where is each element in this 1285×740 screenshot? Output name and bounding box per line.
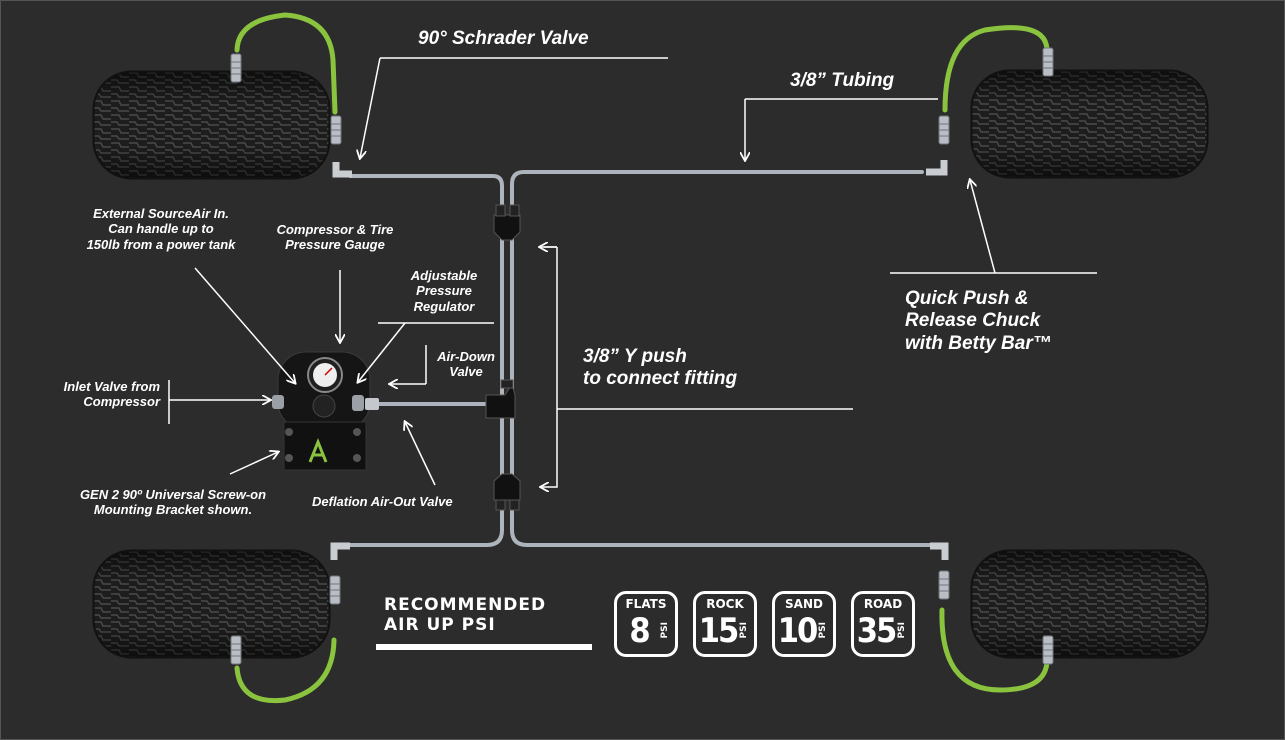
tire-icon — [970, 69, 1209, 179]
quick-chuck-label: Quick Push & Release Chuck with Betty Ba… — [905, 288, 1052, 354]
deflation-valve-label: Deflation Air-Out Valve — [312, 494, 453, 509]
air-down-valve-label: Air-Down Valve — [437, 349, 495, 380]
callout-lines — [168, 57, 1097, 487]
psi-badge-unit: PSI — [660, 622, 670, 639]
psi-badge-unit: PSI — [897, 622, 907, 639]
tire-icon — [970, 549, 1209, 659]
psi-badge-flats: FLATS 8 PSI — [614, 591, 678, 657]
y-fitting-icon — [493, 473, 521, 511]
valve-icon — [230, 47, 1054, 665]
psi-badge-name: FLATS — [625, 597, 667, 611]
y-fitting-icon — [485, 379, 516, 419]
hose-front-right — [942, 25, 1050, 113]
recommended-underline — [376, 644, 592, 650]
psi-badge-value: 15 — [698, 611, 740, 651]
green-hoses — [234, 12, 1050, 704]
psi-badge-sand: SAND 10 PSI — [772, 591, 836, 657]
tubing-front-left — [348, 174, 504, 547]
tubing-label: 3/8” Tubing — [790, 70, 895, 91]
hose-front-left — [234, 12, 338, 115]
tire-icon — [92, 70, 331, 180]
inlet-valve-label: Inlet Valve from Compressor — [63, 379, 160, 410]
gauge-label: Compressor & Tire Pressure Gauge — [276, 222, 394, 253]
schrader-valve-label: 90° Schrader Valve — [418, 28, 589, 49]
psi-badge-value: 35 — [856, 611, 898, 651]
tubing-front-right — [510, 170, 937, 547]
manifold-icon — [272, 351, 379, 471]
regulator-label: Adjustable Pressure Regulator — [410, 268, 478, 314]
psi-badge-unit: PSI — [818, 622, 828, 639]
external-source-label: External SourceAir In. Can handle up to … — [86, 206, 236, 252]
psi-badge-value: 8 — [629, 611, 650, 651]
psi-badge-name: ROCK — [706, 597, 744, 611]
logo-icon — [308, 437, 328, 463]
psi-badge-rock: ROCK 15 PSI — [693, 591, 757, 657]
hose-rear-left — [234, 637, 337, 704]
hose-rear-right — [939, 607, 1050, 693]
tubing-lines — [348, 170, 937, 547]
y-fitting-icon — [493, 204, 521, 241]
psi-badge-name: SAND — [785, 597, 823, 611]
recommended-line1: RECOMMENDED — [384, 595, 547, 615]
recommended-title: RECOMMENDED AIR UP PSI — [384, 595, 547, 635]
pressure-gauge-icon — [307, 357, 343, 393]
tire-icon — [92, 549, 331, 659]
psi-badge-road: ROAD 35 PSI — [851, 591, 915, 657]
psi-badge-name: ROAD — [863, 597, 903, 611]
psi-badge-value: 10 — [777, 611, 819, 651]
recommended-line2: AIR UP PSI — [384, 614, 496, 635]
y-fitting-label: 3/8” Y push to connect fitting — [583, 346, 738, 390]
bracket-label: GEN 2 90º Universal Screw-on Mounting Br… — [79, 487, 267, 518]
psi-badge-unit: PSI — [739, 622, 749, 639]
